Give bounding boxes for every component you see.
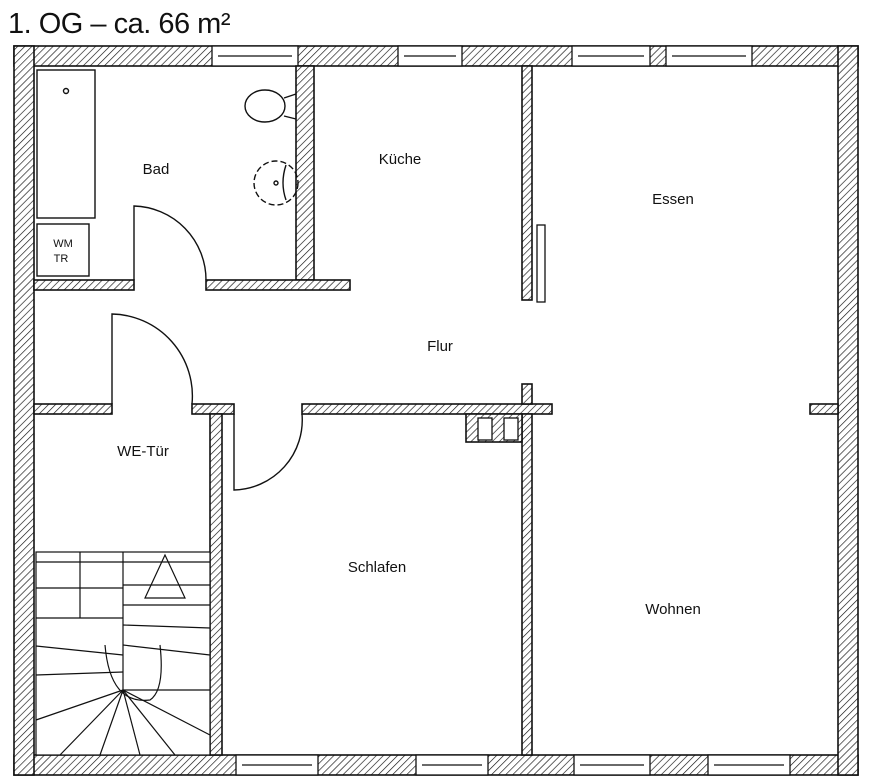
staircase — [35, 551, 211, 756]
room-label-bad: Bad — [143, 161, 170, 178]
schlafen-door — [233, 413, 303, 491]
windows — [211, 45, 791, 776]
room-label-wohnen: Wohnen — [645, 601, 701, 618]
plan-title: 1. OG – ca. 66 m² — [8, 8, 230, 40]
room-label-we-tuer: WE-Tür — [117, 443, 169, 460]
bathroom-fixtures — [36, 69, 299, 277]
doors — [111, 205, 303, 491]
interior-walls — [33, 65, 839, 756]
room-label-kueche: Küche — [379, 151, 422, 168]
stair-direction-arrow — [144, 553, 186, 599]
entrance-door — [111, 313, 194, 405]
bad-door — [133, 205, 207, 281]
room-label-essen: Essen — [652, 191, 694, 208]
washer-dryer — [36, 223, 90, 277]
sink — [253, 160, 299, 206]
room-label-flur: Flur — [427, 338, 453, 355]
toilet — [244, 89, 286, 123]
fixture-label-wm: WM — [53, 238, 73, 250]
fixture-label-tr: TR — [54, 253, 69, 265]
room-label-schlafen: Schlafen — [348, 559, 406, 576]
bathtub — [36, 69, 96, 219]
